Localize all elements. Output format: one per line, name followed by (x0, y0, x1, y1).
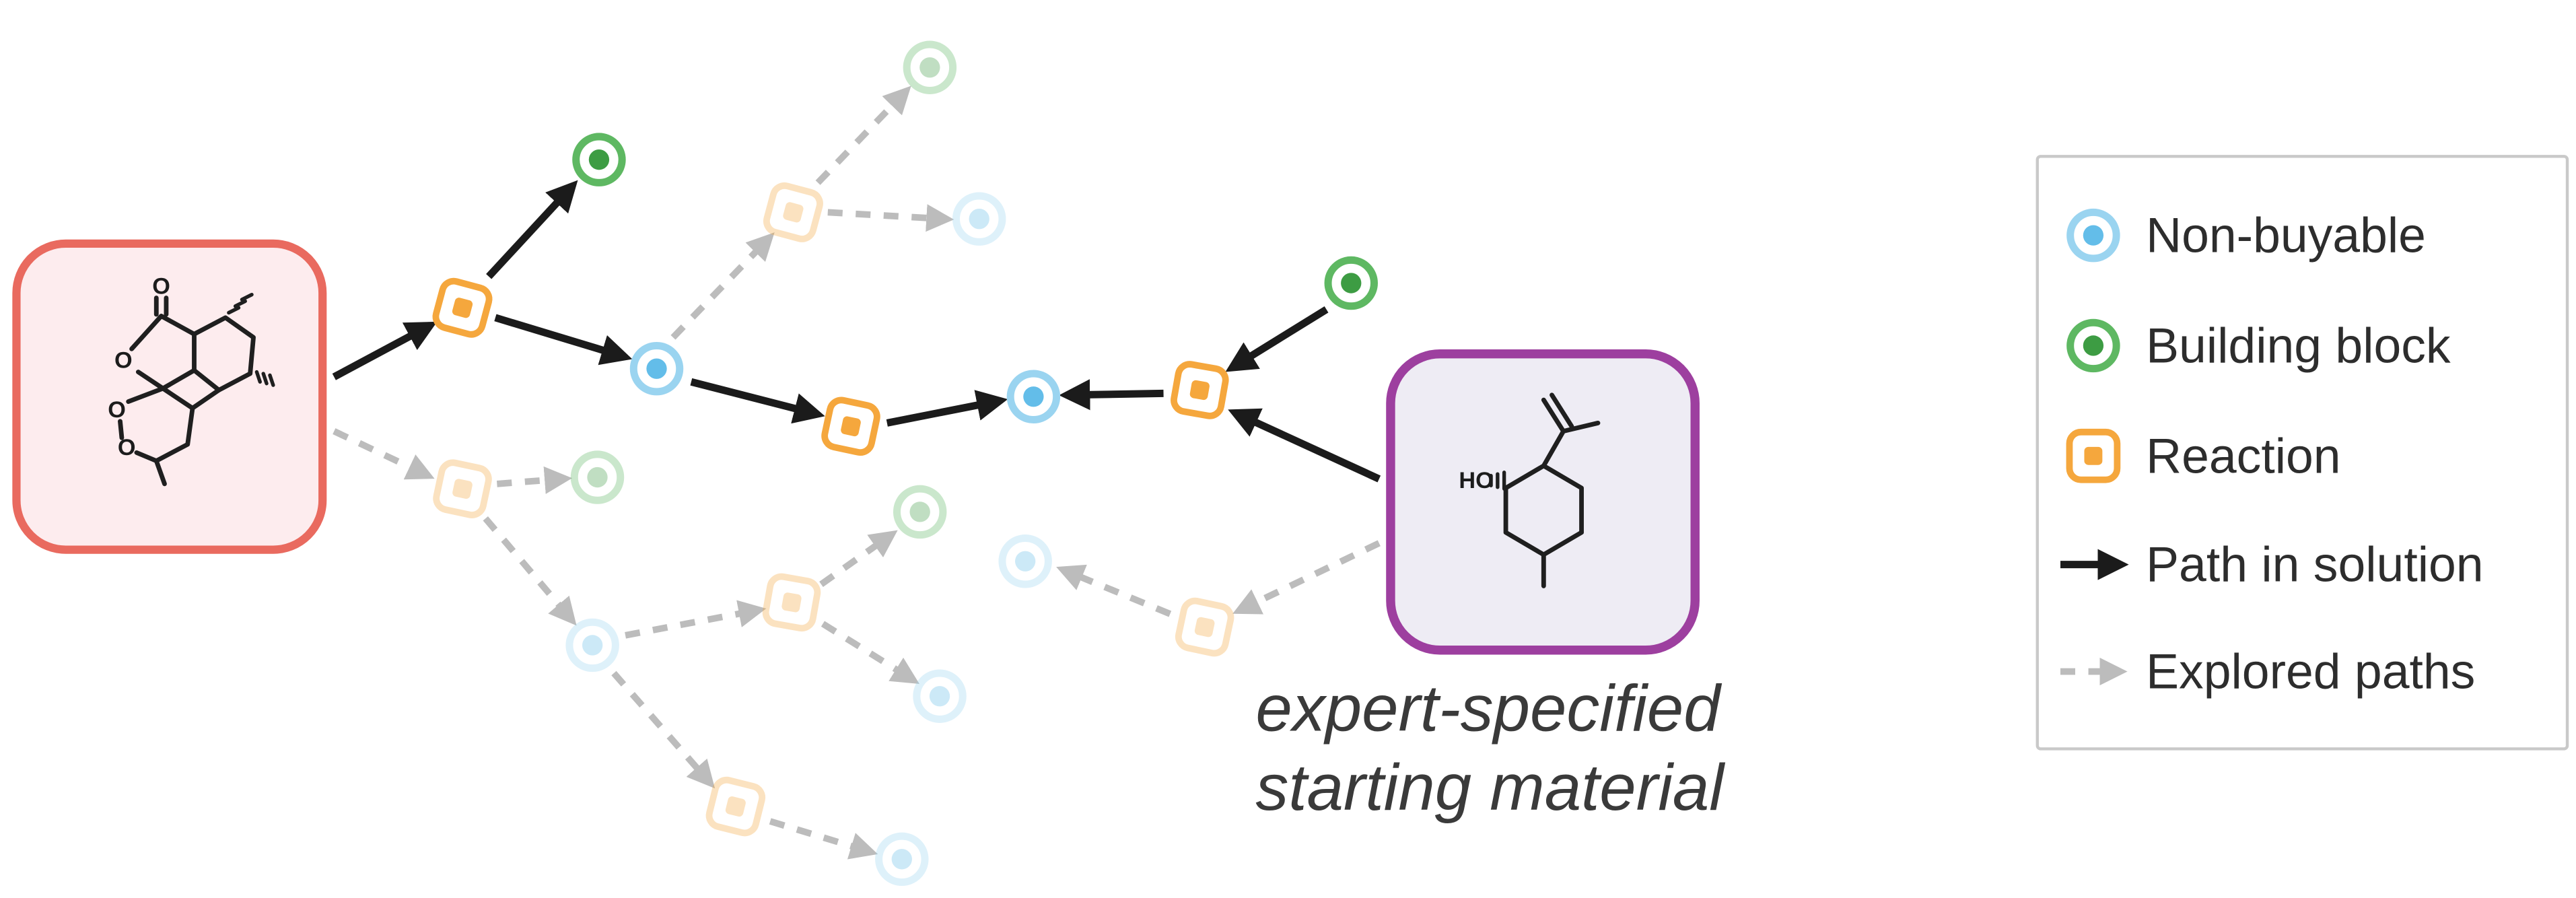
solution-path-arrow (1225, 306, 1329, 372)
non-buyable-node (952, 192, 1006, 246)
target-molecule-structure (118, 292, 275, 487)
starting-material-structure (1489, 392, 1601, 588)
non-buyable-node (629, 341, 684, 396)
explored-path-arrow (625, 600, 767, 639)
explored-path-arrow (611, 670, 716, 789)
explored-path-arrow (483, 516, 577, 626)
legend-label-non-buyable: Non-buyable (2146, 208, 2426, 263)
legend-item-solution-path: Path in solution (2060, 537, 2484, 592)
explored-path-arrow (670, 232, 775, 340)
explored-path-arrow (815, 85, 911, 185)
starting-material-box-frame (1386, 349, 1700, 655)
non-buyable-node (1006, 370, 1061, 423)
solution-path-arrow (886, 390, 1008, 427)
building-block-node (893, 485, 947, 539)
caption-line-1: expert-specified (1255, 671, 1722, 745)
legend: Non-buyable Building block Reaction Path… (2035, 155, 2569, 751)
legend-label-solution-path: Path in solution (2146, 537, 2483, 592)
caption-line-2: starting material (1255, 750, 1725, 824)
start-hydroxyl-label: HO (1459, 468, 1493, 493)
starting-material-box: HO (1386, 349, 1700, 655)
legend-item-reaction: Reaction (2066, 428, 2341, 483)
non-buyable-node (998, 534, 1052, 588)
non-buyable-icon (2066, 208, 2120, 263)
target-peroxide-oxygen-a-label: O (108, 397, 126, 423)
legend-label-building-block: Building block (2146, 318, 2451, 373)
building-block-node (903, 40, 957, 94)
solution-path-arrow (494, 314, 633, 366)
solution-path-arrow (690, 378, 825, 424)
legend-label-explored-path: Explored paths (2146, 644, 2475, 699)
target-ring-oxygen-label: O (114, 347, 133, 373)
explored-path-arrow (496, 466, 573, 494)
reaction-node (763, 182, 823, 242)
nodes-layer (432, 40, 1378, 887)
reaction-node (1175, 597, 1234, 657)
legend-box-frame (2035, 155, 2569, 751)
building-block-icon (2066, 318, 2120, 373)
target-box-frame (12, 239, 327, 554)
reaction-node (432, 277, 493, 338)
explored-path-arrow (333, 428, 435, 480)
target-peroxide-oxygen-b-label: O (118, 435, 136, 460)
reaction-node (433, 459, 492, 518)
reaction-icon (2066, 428, 2121, 483)
legend-label-reaction: Reaction (2146, 428, 2340, 483)
target-molecule-box: O O O O (12, 239, 327, 554)
solution-path-arrow (486, 180, 578, 279)
building-block-node (1324, 256, 1378, 310)
explored-path-arrow (1056, 564, 1172, 617)
target-carbonyl-oxygen-label: O (152, 273, 170, 299)
reaction-node (821, 396, 880, 456)
explored-path-arrow (827, 204, 954, 232)
explored-path-arrow (819, 530, 898, 587)
building-block-node (570, 450, 625, 504)
non-buyable-node (565, 618, 619, 672)
reaction-node (705, 776, 766, 837)
reaction-node (762, 573, 821, 632)
solution-path-arrow (1228, 408, 1381, 483)
edges-layer (332, 85, 1381, 860)
legend-item-non-buyable: Non-buyable (2066, 208, 2426, 263)
building-block-node (572, 133, 626, 186)
legend-item-explored-path: Explored paths (2060, 644, 2475, 699)
explored-path-arrow (821, 621, 919, 685)
solution-path-arrow (332, 321, 438, 380)
non-buyable-node (913, 669, 967, 723)
explored-path-arrow (1232, 540, 1381, 615)
reaction-node (1171, 361, 1229, 419)
solution-path-arrow (1059, 379, 1164, 411)
non-buyable-node (875, 832, 929, 887)
legend-item-building-block: Building block (2066, 318, 2451, 373)
explored-path-arrow (769, 818, 878, 860)
